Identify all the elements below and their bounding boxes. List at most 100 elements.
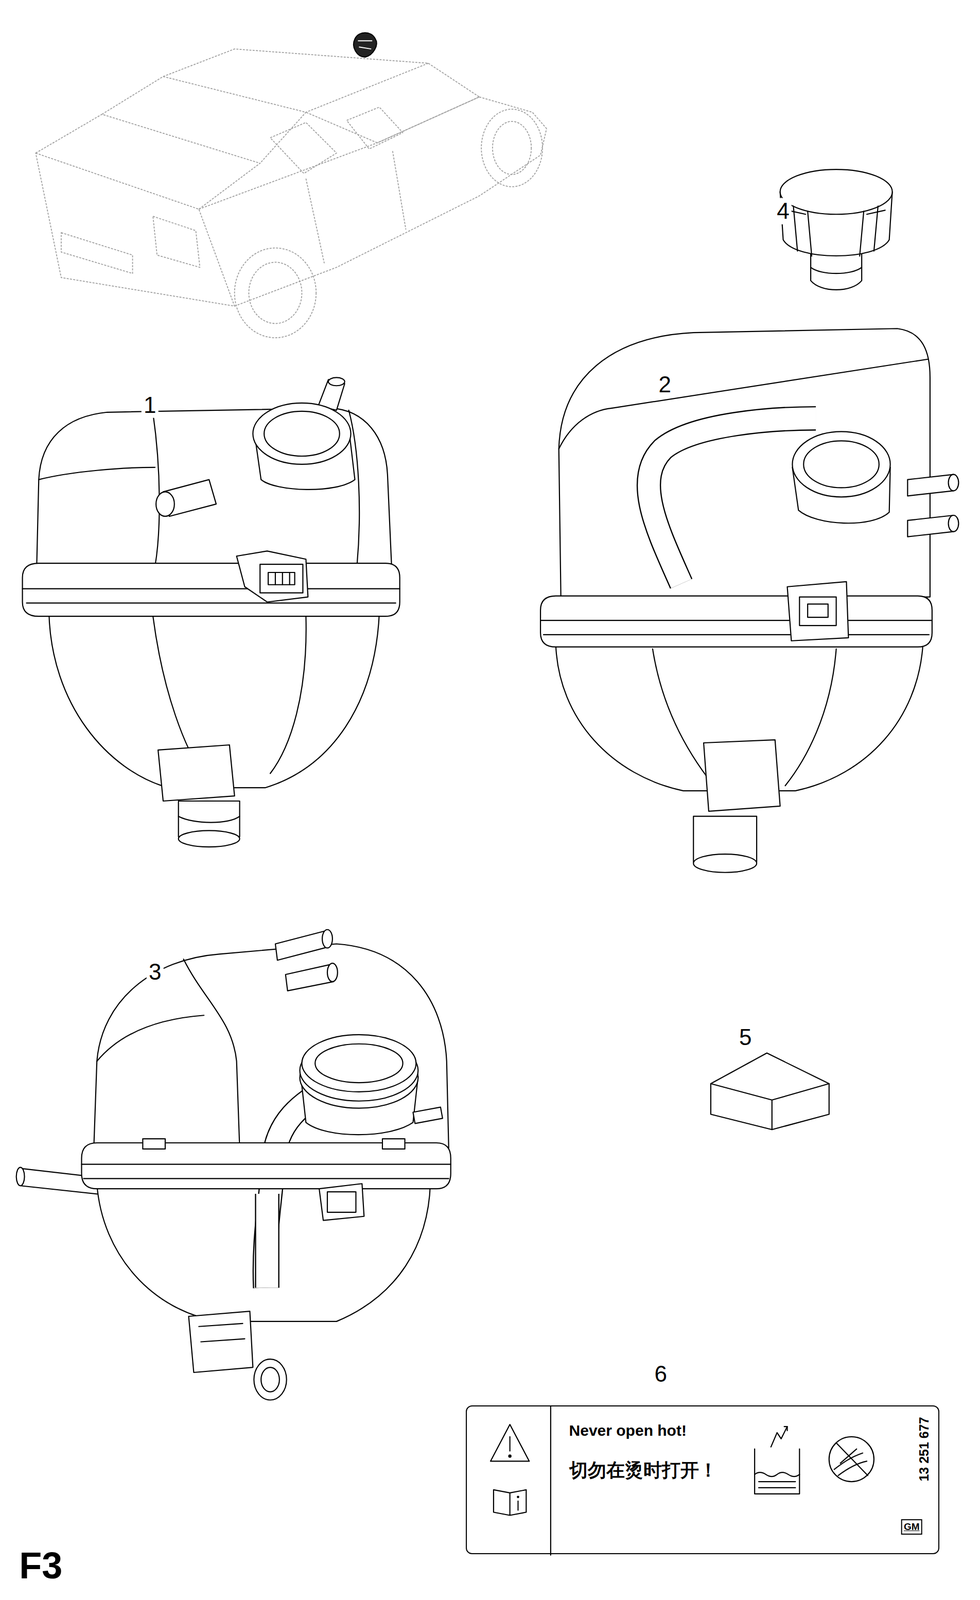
filler-cap	[780, 169, 893, 290]
expansion-tank	[253, 1358, 287, 1400]
expansion-tank	[16, 1167, 25, 1186]
expansion-tank	[558, 328, 931, 597]
filler-cap	[793, 205, 878, 256]
expansion-tank	[96, 1183, 431, 1322]
vehicle-outline	[481, 109, 543, 187]
expansion-tank	[327, 963, 338, 982]
package-box	[710, 1053, 830, 1130]
expansion-tank	[649, 418, 816, 584]
expansion-tank	[948, 474, 959, 492]
expansion-tank	[178, 830, 240, 847]
part-number: 13 251 677	[916, 1416, 932, 1482]
expansion-tank	[96, 1015, 204, 1061]
expansion-tank	[799, 597, 836, 626]
label-symbols	[490, 1405, 874, 1555]
expansion-tank	[260, 1367, 280, 1392]
expansion-tank	[256, 1193, 279, 1288]
vehicle-outline	[35, 152, 235, 306]
vehicle-outline	[392, 150, 407, 230]
warning-text: 切勿在烫时打开！	[569, 1459, 718, 1481]
label-symbols	[829, 1436, 874, 1482]
expansion-tank	[315, 1043, 403, 1083]
callout-number: 6	[652, 1360, 670, 1387]
vehicle-outline	[234, 248, 317, 338]
expansion-tank	[807, 603, 829, 618]
expansion-tank	[327, 1191, 356, 1213]
expansion-tank	[38, 467, 155, 480]
expansion-tank	[178, 816, 240, 823]
expansion-tank	[540, 596, 933, 647]
expansion-tank	[275, 930, 329, 960]
callout-number: 5	[737, 1024, 754, 1051]
expansion-tank	[254, 1193, 280, 1288]
vehicle-outline	[198, 96, 480, 209]
label-symbols	[836, 1442, 868, 1476]
expansion-tank	[275, 572, 290, 585]
expansion-tank	[22, 377, 400, 847]
expansion-tank	[36, 408, 392, 567]
expansion-tank	[792, 431, 890, 497]
page-code: F3	[16, 1544, 65, 1587]
label-symbols	[784, 1426, 788, 1431]
label-symbols	[754, 1448, 800, 1494]
vehicle-outline	[61, 232, 133, 274]
location-marker	[353, 32, 377, 58]
callout-number: 3	[146, 958, 164, 986]
expansion-tank	[81, 1142, 451, 1189]
vehicle-outline	[270, 122, 337, 174]
vehicle-outline	[305, 178, 325, 264]
expansion-tank	[158, 744, 235, 801]
label-symbols	[508, 1454, 512, 1458]
expansion-tank	[803, 440, 880, 488]
expansion-tank	[785, 649, 837, 786]
expansion-tank	[382, 1138, 406, 1149]
expansion-tank	[322, 929, 333, 949]
label-symbols	[509, 1436, 511, 1451]
callout-number: 2	[656, 371, 674, 398]
label-symbols	[490, 1424, 530, 1461]
expansion-tank	[142, 1138, 166, 1149]
vehicle-outline	[163, 48, 429, 113]
expansion-tank	[188, 1310, 254, 1373]
expansion-tank	[252, 403, 351, 465]
filler-cap	[810, 267, 862, 274]
expansion-tank	[259, 564, 303, 593]
expansion-tank	[22, 563, 400, 617]
brand-logo: GM	[901, 1518, 923, 1535]
filler-cap	[787, 210, 886, 215]
expansion-tank	[693, 816, 757, 873]
label-symbols	[834, 1448, 867, 1476]
expansion-tank	[948, 515, 959, 532]
location-marker	[353, 32, 377, 58]
expansion-tank	[301, 1034, 416, 1092]
expansion-tank	[152, 413, 160, 567]
package-box	[710, 1053, 830, 1130]
vehicle-outline	[234, 128, 547, 307]
vehicle-outline	[305, 63, 480, 144]
vehicle-outline	[35, 114, 260, 209]
expansion-tank	[16, 929, 451, 1400]
location-marker	[357, 40, 373, 49]
expansion-tank	[22, 588, 400, 604]
expansion-tank	[558, 408, 612, 449]
callout-number: 1	[141, 391, 159, 418]
vehicle-outline	[152, 216, 200, 268]
expansion-tank	[270, 616, 307, 774]
label-symbols	[550, 1405, 552, 1555]
expansion-tank	[703, 739, 781, 812]
expansion-tank	[328, 377, 345, 386]
label-symbols	[493, 1489, 527, 1516]
expansion-tank	[93, 943, 449, 1148]
vehicle-outline	[101, 76, 306, 164]
expansion-tank	[81, 1164, 451, 1179]
expansion-tank	[907, 515, 954, 537]
vehicle-outline	[492, 121, 532, 175]
expansion-tank	[264, 411, 340, 457]
expansion-tank	[183, 958, 240, 1148]
expansion-tank	[198, 1323, 245, 1342]
vehicle-outline	[346, 107, 404, 149]
label-symbols	[754, 1472, 800, 1477]
